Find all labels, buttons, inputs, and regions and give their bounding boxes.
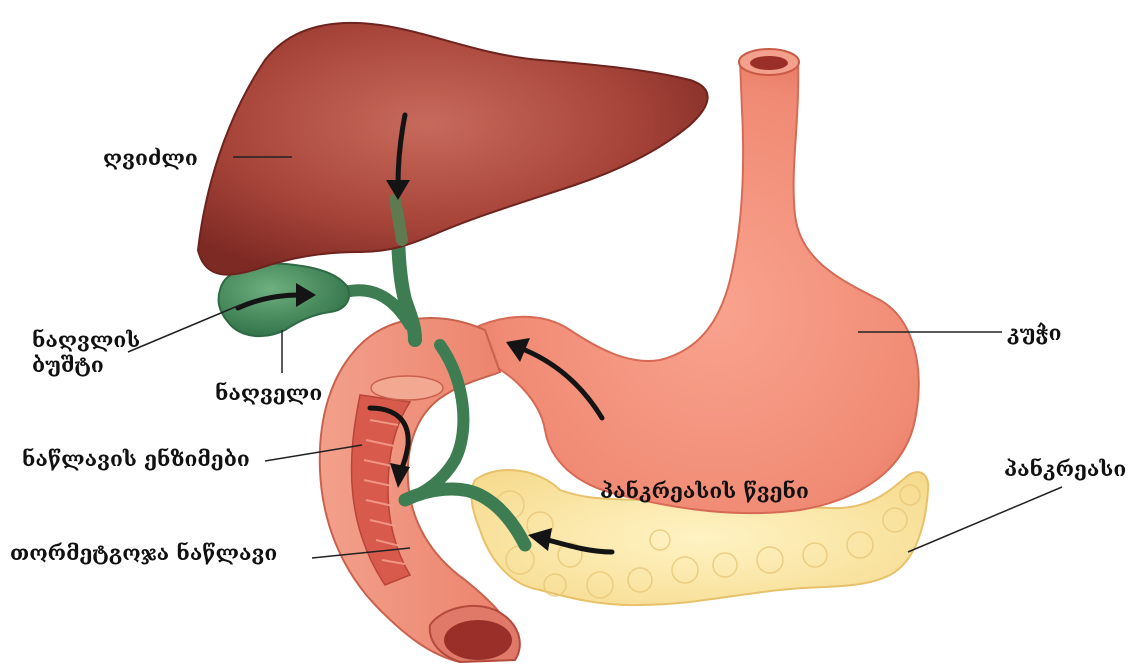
liver <box>198 23 708 275</box>
bile-label: ნაღველი <box>215 380 322 405</box>
gallbladder-label-line2: ბუშტი <box>32 352 104 377</box>
leader-gallbladder <box>128 305 240 352</box>
pancreatic-juice-label: პანკრეასის წვენი <box>600 478 809 503</box>
pancreas-label: პანკრეასი <box>1004 456 1126 481</box>
stomach-label: კუჭი <box>1007 320 1061 345</box>
liver-label: ღვიძლი <box>103 145 198 170</box>
leader-pancreas <box>908 487 1062 552</box>
intestinal-enzymes-label: ნაწლავის ენზიმები <box>22 446 250 471</box>
gallbladder-label-line1: ნაღვლის <box>32 327 140 352</box>
duodenum-label: თორმეტგოჯა ნაწლავი <box>10 540 277 565</box>
